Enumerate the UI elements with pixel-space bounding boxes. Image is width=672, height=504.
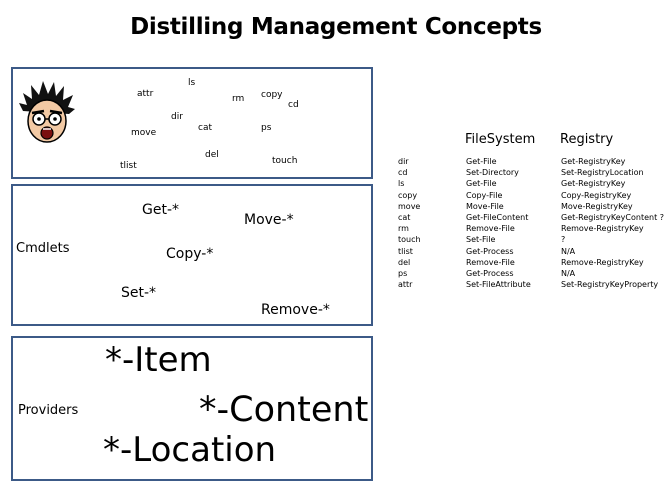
- command-word: copy: [261, 90, 283, 100]
- noun-location: *-Location: [103, 430, 277, 470]
- table-row: attr Set-FileAttribute Set-RegistryKeyProp…: [398, 279, 672, 290]
- command-word: touch: [272, 156, 298, 166]
- filesystem-cell: Get-Process: [466, 246, 514, 256]
- filesystem-cell: Remove-File: [466, 224, 515, 234]
- filesystem-cell: Move-File: [466, 201, 504, 211]
- table-row: tlist Get-Process N/A: [398, 246, 672, 257]
- command-cell: move: [398, 201, 421, 211]
- verb-remove: Remove-*: [261, 302, 330, 318]
- command-word: dir: [171, 112, 183, 122]
- table-row: touch Set-File?: [398, 234, 672, 245]
- table-row: move Move-File Move-RegistryKey: [398, 201, 672, 212]
- table-row: ls Get-File Get-RegistryKey: [398, 178, 672, 189]
- registry-cell: Set-RegistryKeyProperty: [561, 280, 659, 290]
- filesystem-cell: Set-FileAttribute: [466, 280, 531, 290]
- command-cell: touch: [398, 235, 421, 245]
- command-cell: attr: [398, 280, 413, 290]
- registry-cell: Move-RegistryKey: [561, 201, 633, 211]
- filesystem-cell: Copy-File: [466, 190, 503, 200]
- command-cell: rm: [398, 224, 409, 234]
- table-row: ps Get-Process N/A: [398, 268, 672, 279]
- command-word: cd: [288, 100, 299, 110]
- command-word: ps: [261, 123, 272, 133]
- filesystem-cell: Get-Process: [466, 269, 514, 279]
- slide-title: Distilling Management Concepts: [130, 14, 542, 40]
- registry-cell: N/A: [561, 246, 576, 256]
- registry-cell: Remove-RegistryKey: [561, 257, 644, 267]
- providers-label: Providers: [18, 403, 79, 418]
- cmdlets-panel: Cmdlets Get-* Move-* Copy-* Set-* Remove…: [11, 184, 373, 326]
- verb-set: Set-*: [121, 285, 157, 301]
- command-cell: copy: [398, 190, 418, 200]
- command-cell: ls: [398, 179, 405, 189]
- registry-cell: Get-RegistryKey: [561, 179, 626, 189]
- header-registry: Registry: [560, 132, 614, 147]
- filesystem-cell: Get-FileContent: [466, 213, 529, 223]
- registry-cell: Copy-RegistryKey: [561, 190, 632, 200]
- registry-cell: N/A: [561, 269, 576, 279]
- registry-cell: Get-RegistryKeyContent ?: [561, 213, 665, 223]
- registry-cell: Set-RegistryLocation: [561, 168, 644, 178]
- command-word: move: [131, 128, 157, 138]
- noun-content: *-Content: [199, 390, 369, 430]
- cmdlets-label: Cmdlets: [16, 241, 70, 256]
- command-cell: tlist: [398, 246, 413, 256]
- filesystem-cell: Remove-File: [466, 257, 515, 267]
- filesystem-cell: Set-Directory: [466, 168, 519, 178]
- command-cell: ps: [398, 269, 408, 279]
- command-word: rm: [232, 94, 245, 104]
- command-cell: cd: [398, 168, 408, 178]
- table-row: cd Set-Directory Set-RegistryLocation: [398, 167, 672, 178]
- registry-cell: ?: [561, 235, 566, 245]
- command-word: del: [205, 150, 219, 160]
- command-word: tlist: [120, 161, 137, 171]
- noun-item: *-Item: [105, 340, 212, 380]
- command-cell: dir: [398, 157, 409, 166]
- command-word: ls: [188, 78, 196, 88]
- table-row: del Remove-File Remove-RegistryKey: [398, 257, 672, 268]
- verb-move: Move-*: [244, 212, 294, 228]
- registry-cell: Get-RegistryKey: [561, 157, 626, 166]
- registry-cell: Remove-RegistryKey: [561, 224, 644, 234]
- table-row: dir Get-File Get-RegistryKey: [398, 156, 672, 167]
- header-filesystem: FileSystem: [465, 132, 536, 147]
- command-cell: cat: [398, 213, 411, 223]
- commands-panel: attr ls rm copy cd dir move cat ps del t…: [11, 67, 373, 179]
- table-row: rm Remove-File Remove-RegistryKey: [398, 223, 672, 234]
- providers-panel: Providers *-Item *-Content *-Location: [11, 336, 373, 481]
- table-row: copy Copy-File Copy-RegistryKey: [398, 190, 672, 201]
- filesystem-cell: Set-File: [466, 235, 496, 245]
- command-word: attr: [137, 89, 154, 99]
- table-row: cat Get-FileContent Get-RegistryKeyContent…: [398, 212, 672, 223]
- filesystem-cell: Get-File: [466, 179, 497, 189]
- command-word: cat: [198, 123, 212, 133]
- verb-get: Get-*: [142, 202, 180, 218]
- screaming-face-icon: [19, 81, 75, 143]
- command-cell: del: [398, 257, 411, 267]
- filesystem-cell: Get-File: [466, 157, 497, 166]
- verb-copy: Copy-*: [166, 246, 214, 262]
